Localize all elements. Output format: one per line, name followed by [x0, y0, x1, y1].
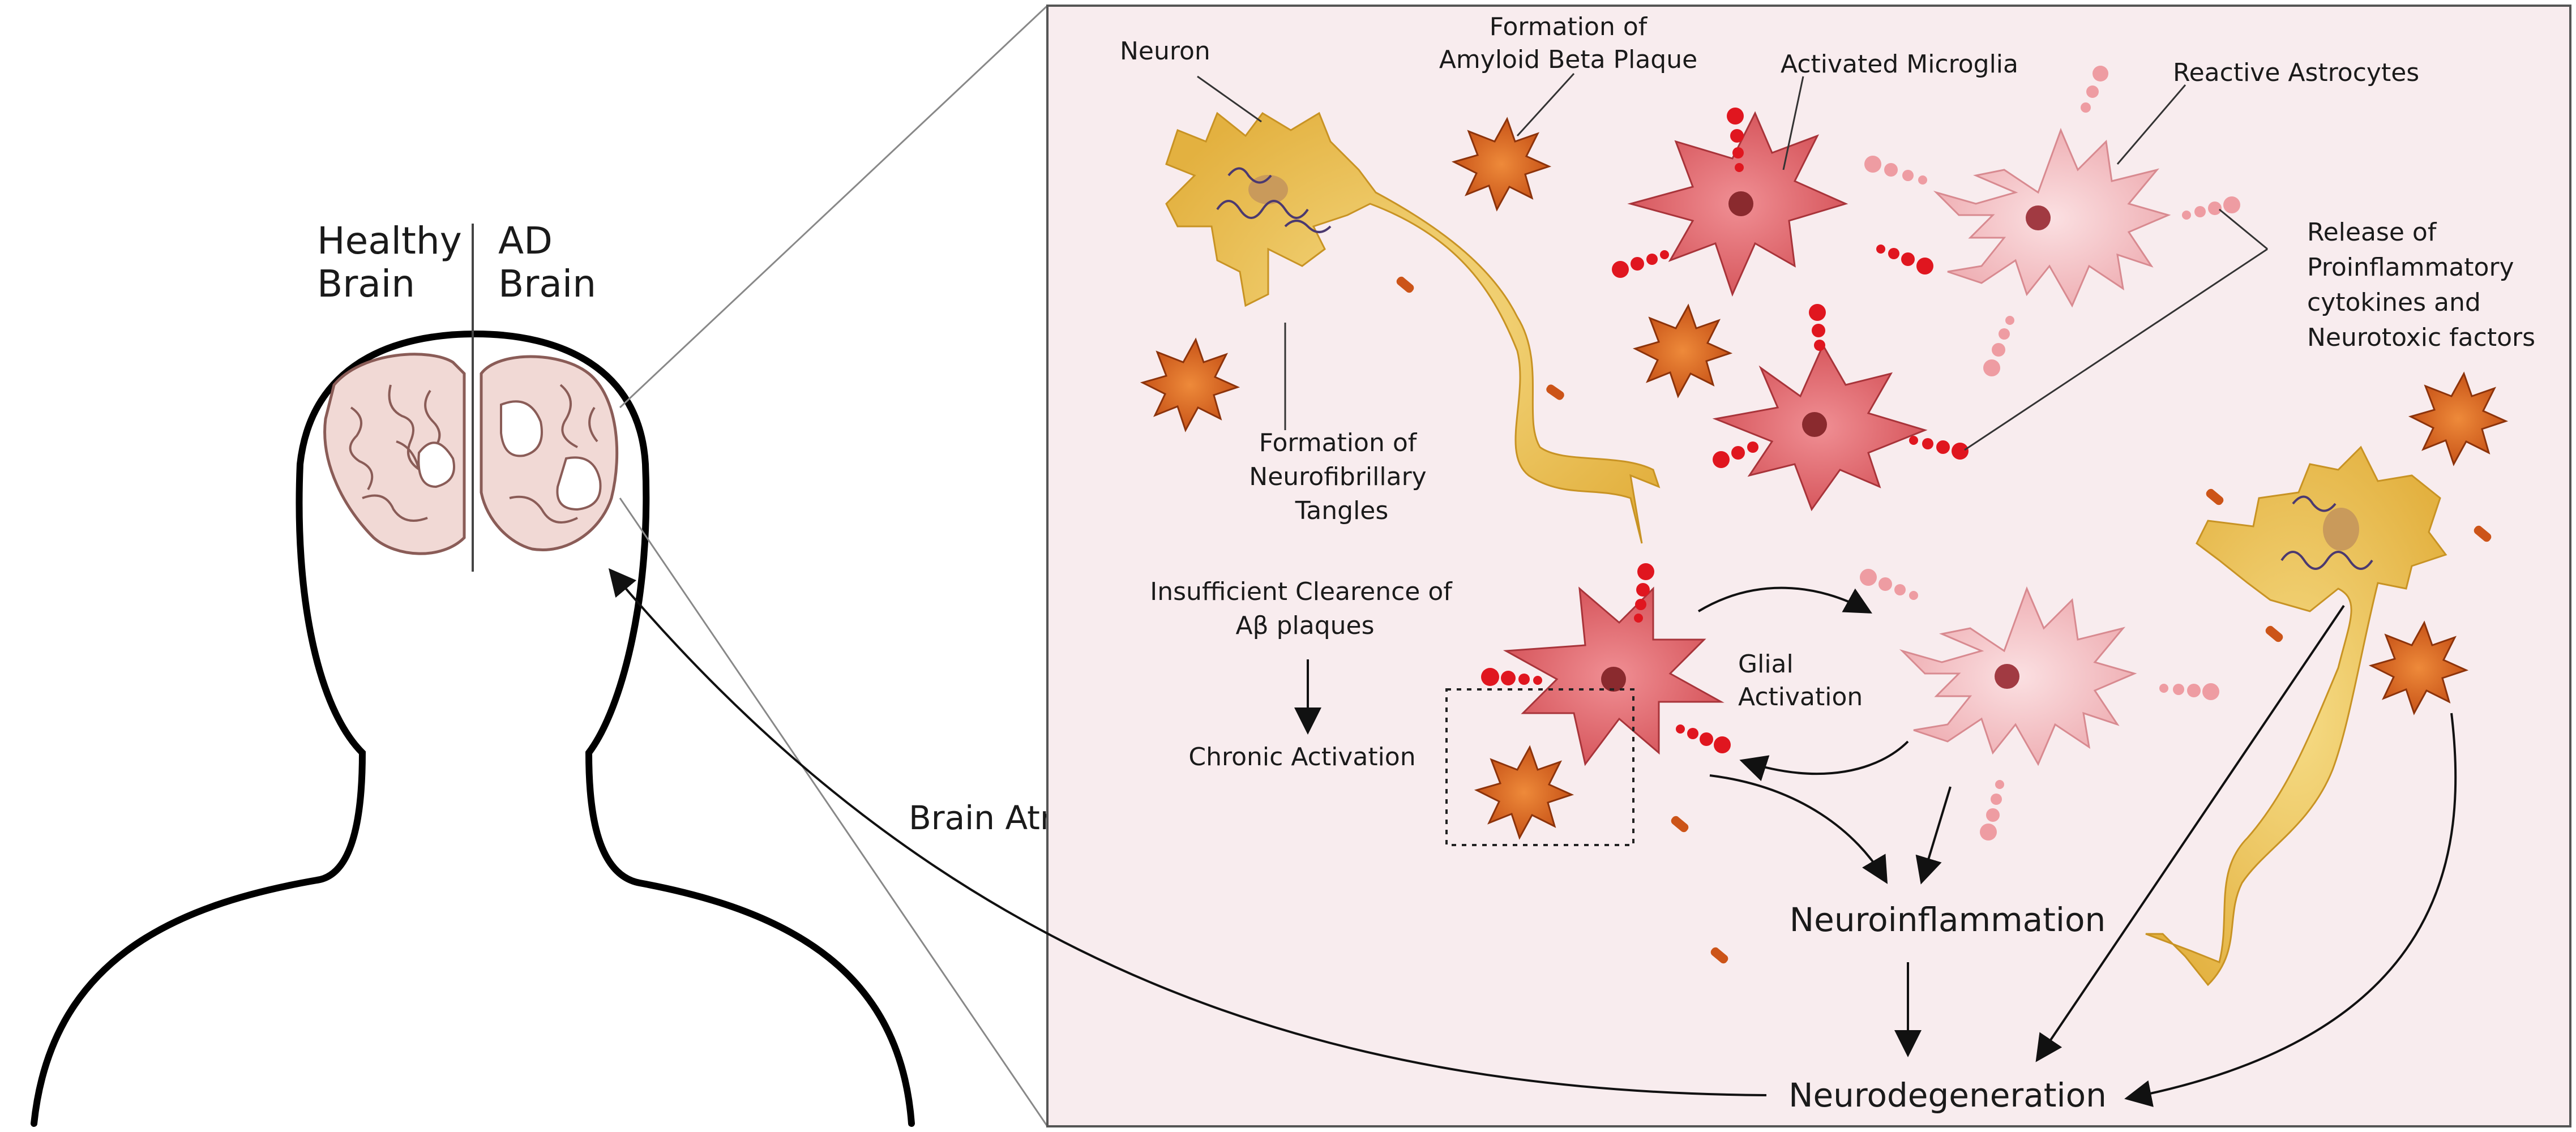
- healthy-brain-section: [323, 353, 466, 555]
- astrocyte-factor-dots: [1860, 66, 2240, 841]
- neuron-right: [2145, 445, 2447, 987]
- ad-brain-section: [480, 355, 619, 551]
- activated-microglia-label: Activated Microglia: [1781, 50, 2018, 79]
- zoom-line-bottom: [619, 498, 1049, 1127]
- astrocyte-top: [1933, 127, 2171, 308]
- neuron-top: [1165, 112, 1661, 544]
- cytokine-dots: [1481, 108, 1969, 753]
- release-factors-label: Release of Proinflammatory cytokines and…: [2307, 218, 2535, 352]
- chronic-activation-box: [1445, 688, 1634, 846]
- head-silhouette: [31, 330, 915, 1127]
- chronic-activation-label: Chronic Activation: [1188, 743, 1415, 771]
- neuron-label: Neuron: [1120, 37, 1210, 66]
- reactive-astrocytes-label: Reactive Astrocytes: [2173, 58, 2419, 87]
- amyloid-plaque: [1140, 117, 2509, 840]
- flow-arrows: [608, 568, 2457, 1107]
- microglia-top: [1627, 111, 1848, 297]
- insufficient-clearance-label: Insufficient Clearence of Aβ plaques: [1150, 577, 1460, 640]
- microglia-middle: [1712, 343, 1928, 512]
- neurofibrillary-label: Formation of Neurofibrillary Tangles: [1249, 428, 1434, 525]
- plaque-fragment: [1396, 276, 2492, 964]
- glial-activation-label: Glial Activation: [1738, 650, 1863, 711]
- zoom-line-top: [619, 5, 1049, 409]
- astrocyte-bottom: [1899, 586, 2137, 766]
- neuroinflammation-label: Neuroinflammation: [1790, 901, 2106, 939]
- neurodegeneration-label: Neurodegeneration: [1788, 1076, 2107, 1114]
- leader-lines: [1197, 72, 2268, 451]
